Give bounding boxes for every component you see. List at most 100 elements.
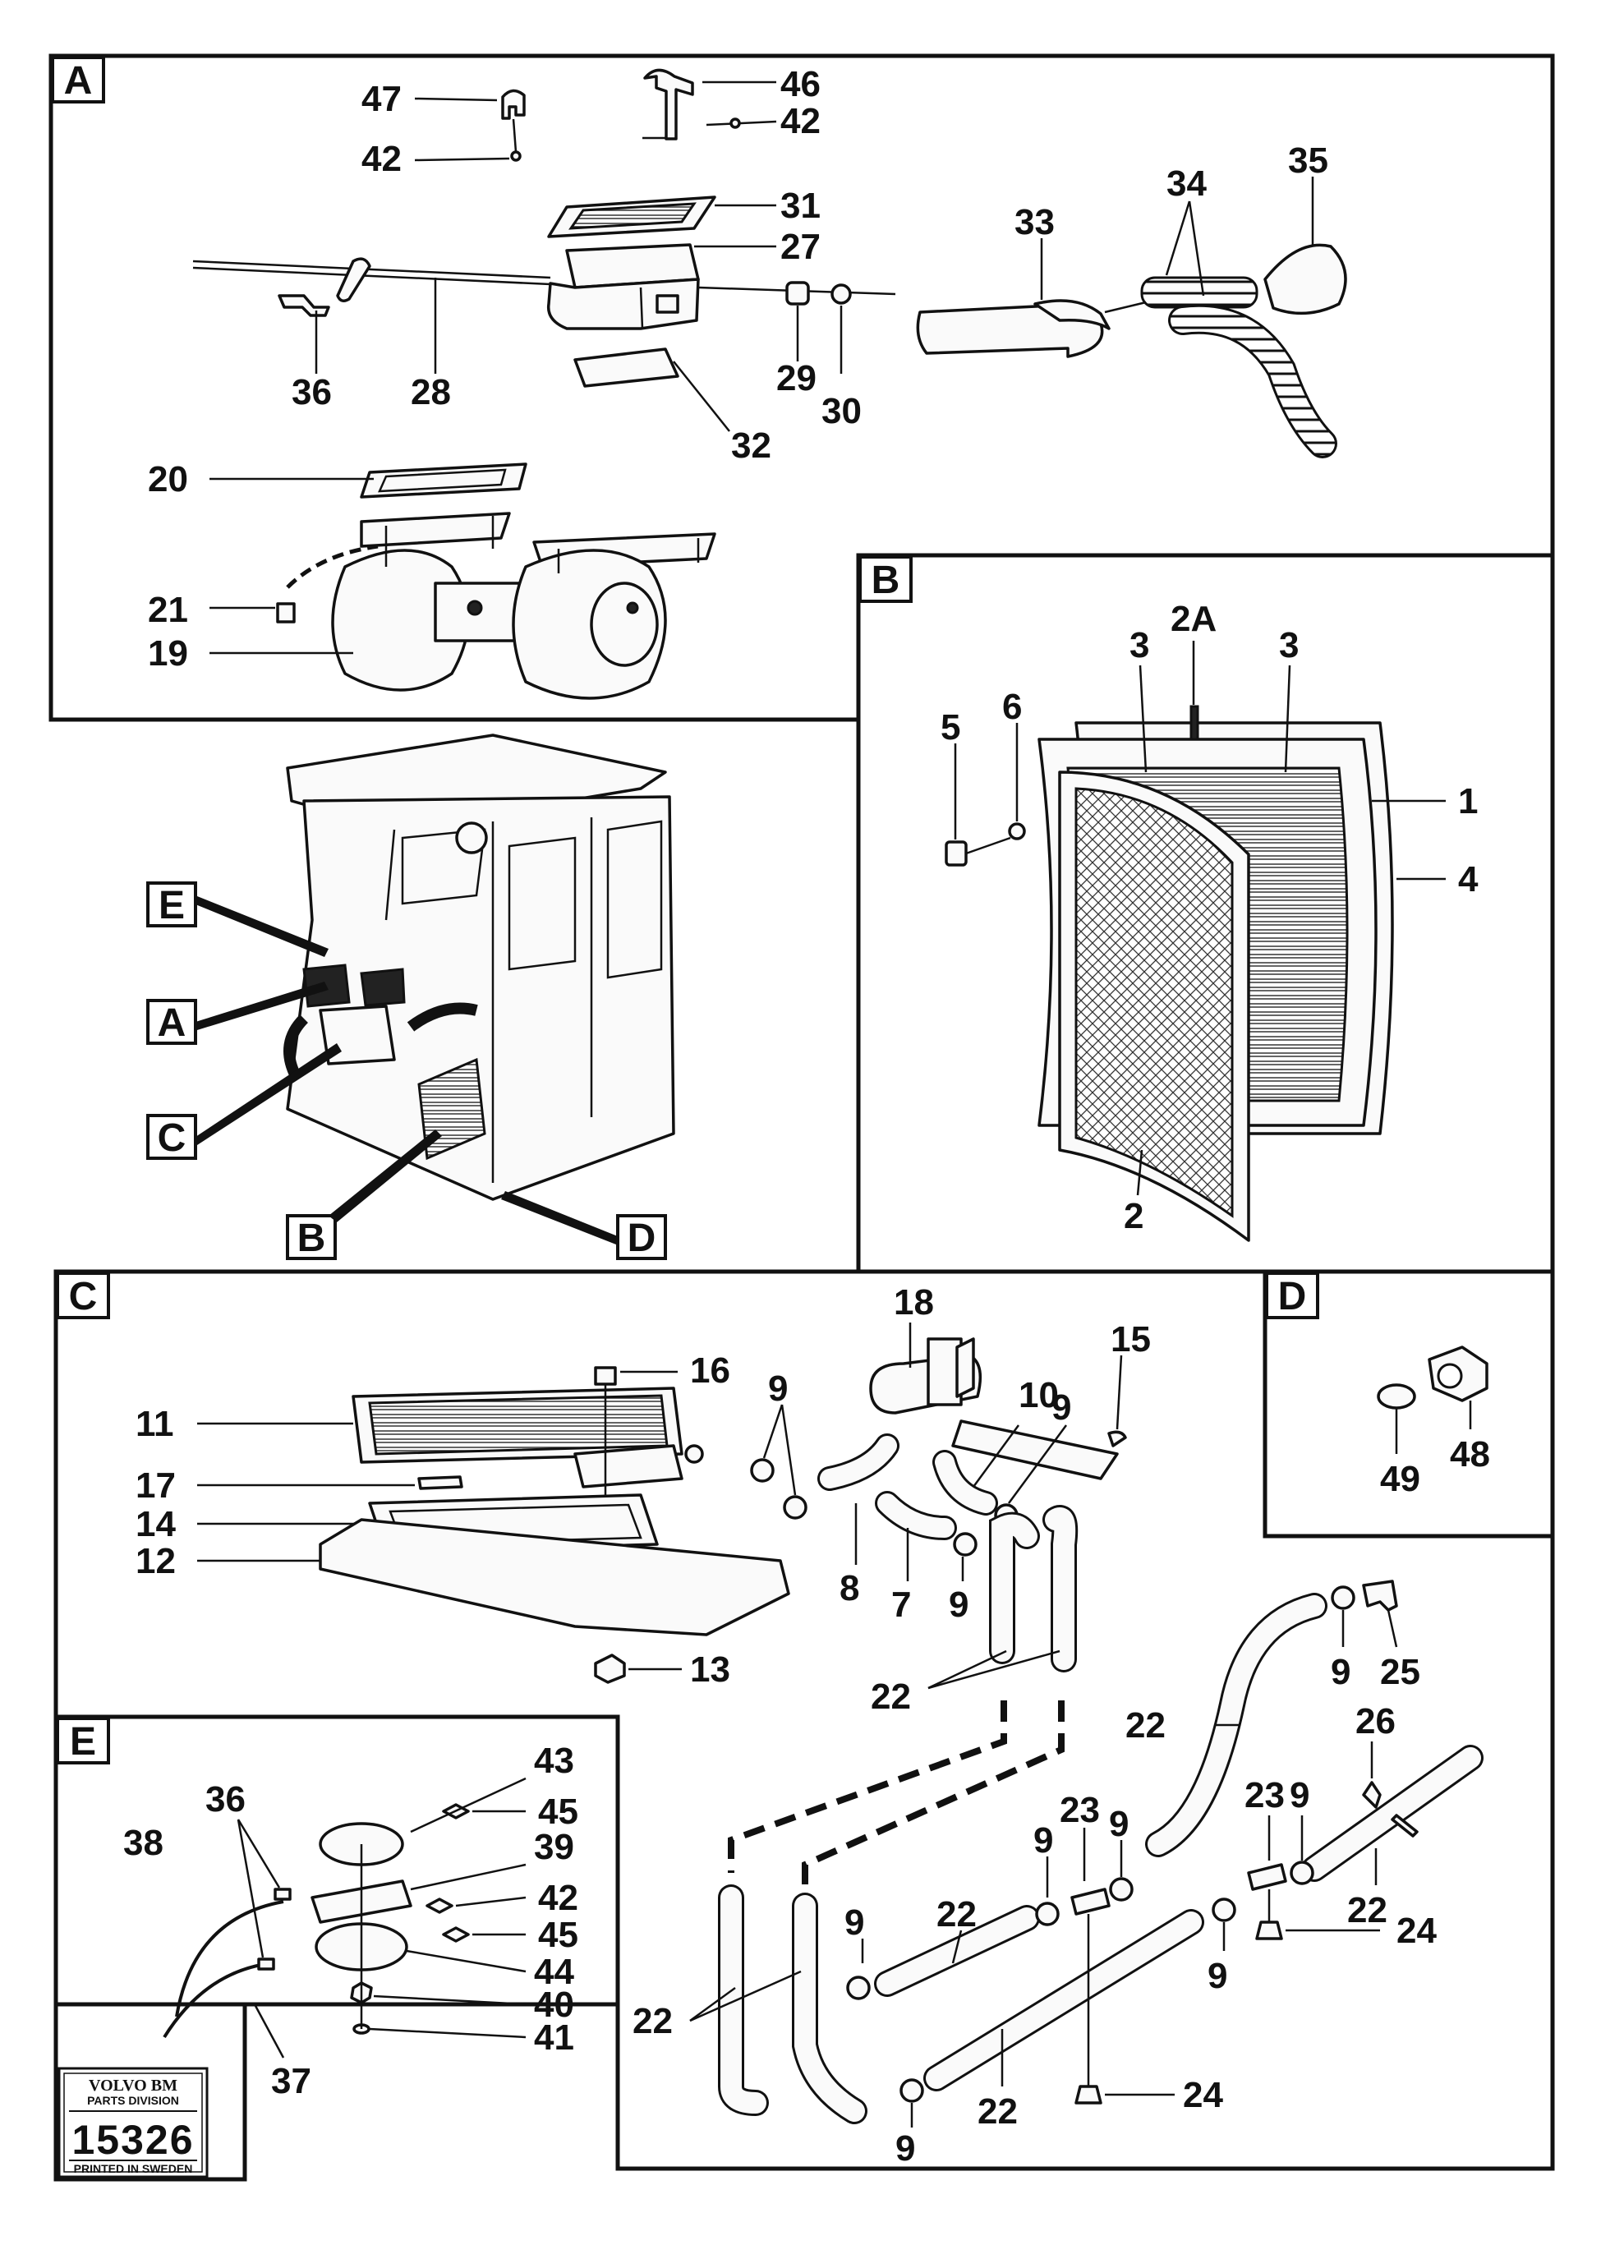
screw-part-5	[945, 840, 968, 867]
callout-25: 25	[1380, 1652, 1420, 1692]
mounting-plate-part-12	[319, 1518, 790, 1636]
section-e-label: E	[70, 1720, 96, 1764]
tee-part-23	[1247, 1863, 1287, 1891]
callout-46: 46	[780, 64, 821, 104]
tap-part-26	[1362, 1781, 1382, 1809]
plate-printed: PRINTED IN SWEDEN	[74, 2162, 193, 2175]
callout-45a: 45	[538, 1792, 578, 1832]
tag-c-box	[146, 1114, 197, 1160]
nozzle-part-35	[1263, 243, 1347, 315]
section-d-label: D	[1278, 1275, 1307, 1318]
bracket-part-46	[642, 68, 694, 140]
callout-17: 17	[136, 1465, 176, 1506]
catalog-plate: VOLVO BM PARTS DIVISION 15326 PRINTED IN…	[58, 2067, 209, 2178]
valve-part-18	[869, 1337, 982, 1415]
vent-housing-part-27	[546, 243, 700, 330]
callout-29: 29	[776, 358, 817, 398]
section-labels: A B C D E	[51, 56, 1319, 1764]
nut-part-42	[426, 1898, 453, 1914]
rod-part-28	[192, 257, 551, 302]
tag-e: E	[159, 884, 185, 927]
callout-10: 10	[1019, 1375, 1059, 1415]
callout-36e: 36	[205, 1779, 246, 1819]
drain-valve-part-24	[1074, 2085, 1102, 2105]
callout-24b: 24	[1183, 2075, 1223, 2115]
callout-9h: 9	[1208, 1956, 1227, 1996]
cable-part-15	[951, 1419, 1119, 1480]
clamp-part-9	[1035, 1902, 1060, 1926]
washer-part-6	[1008, 822, 1026, 840]
callout-22c: 22	[936, 1894, 977, 1934]
section-a-label: A	[64, 59, 93, 103]
frame-section-d	[1263, 1269, 1555, 1539]
callout-9j: 9	[895, 2128, 915, 2169]
hose-part-34	[1104, 276, 1337, 458]
callout-7: 7	[891, 1585, 911, 1625]
section-c-box	[56, 1272, 110, 1319]
callout-49: 49	[1380, 1459, 1420, 1499]
section-e-box	[56, 1717, 110, 1764]
clamp-part-9	[1331, 1585, 1355, 1610]
plate-division: PARTS DIVISION	[87, 2094, 179, 2107]
callout-35: 35	[1288, 140, 1328, 181]
callout-14: 14	[136, 1504, 176, 1544]
callout-24a: 24	[1396, 1911, 1437, 1951]
tag-d: D	[628, 1217, 656, 1260]
callout-27: 27	[780, 227, 821, 267]
callout-37: 37	[271, 2061, 311, 2101]
callout-22e: 22	[978, 2091, 1018, 2132]
tag-a: A	[158, 1001, 186, 1045]
section-d-parts: 49 48	[1377, 1346, 1490, 1499]
section-b-label: B	[872, 559, 900, 602]
callout-34: 34	[1166, 163, 1207, 204]
callout-9e: 9	[1033, 1820, 1053, 1861]
tag-d-box	[616, 1214, 667, 1260]
clamp-part-9	[846, 1976, 871, 2000]
callout-22d: 22	[1347, 1890, 1387, 1930]
callout-16: 16	[690, 1350, 730, 1391]
callout-12: 12	[136, 1541, 176, 1581]
callout-1: 1	[1458, 781, 1478, 821]
hose-part-22	[991, 1514, 1037, 1662]
callout-33: 33	[1014, 202, 1055, 242]
clamp-part-9	[899, 2078, 924, 2103]
hose-part-22	[794, 1895, 865, 2122]
clamp-part-9	[750, 1458, 775, 1483]
cable-part-38	[175, 1900, 284, 2017]
gasket-part-20	[360, 462, 527, 499]
callout-20: 20	[148, 459, 188, 499]
callout-28: 28	[411, 372, 451, 412]
strip-part-17	[417, 1475, 463, 1490]
clamp-part-9	[783, 1495, 807, 1520]
bushing-part-29	[785, 281, 810, 306]
hose-part-7	[877, 1493, 955, 1538]
callout-9a: 9	[768, 1369, 788, 1409]
tag-c: C	[158, 1116, 186, 1160]
callout-9g: 9	[1290, 1775, 1309, 1815]
callout-15: 15	[1111, 1319, 1151, 1359]
callout-43: 43	[534, 1741, 574, 1781]
tag-e-box	[146, 881, 197, 927]
ring-part-49	[1377, 1383, 1416, 1410]
plate-number: 15326	[71, 2117, 194, 2163]
tag-b-box	[286, 1214, 337, 1260]
hose-part-22	[1304, 1747, 1481, 1879]
callout-22f: 22	[633, 2001, 673, 2041]
plate-frame	[58, 2067, 209, 2178]
blower-part-19	[331, 512, 716, 700]
tag-a-box	[146, 999, 197, 1045]
hose-route	[802, 1700, 1065, 1889]
callout-26: 26	[1355, 1701, 1396, 1741]
callout-32: 32	[731, 426, 771, 466]
screw-part-21	[276, 602, 296, 623]
callout-9f: 9	[1109, 1804, 1129, 1844]
callout-9d: 9	[1331, 1652, 1350, 1692]
elbow-part-25	[1362, 1580, 1398, 1612]
callout-39: 39	[534, 1827, 574, 1867]
cab-overview: E A C B D	[146, 734, 675, 1260]
callout-3a: 3	[1129, 625, 1149, 665]
hose-part-22	[720, 1887, 766, 2114]
callout-13: 13	[690, 1649, 730, 1690]
callout-41: 41	[534, 2017, 574, 2058]
